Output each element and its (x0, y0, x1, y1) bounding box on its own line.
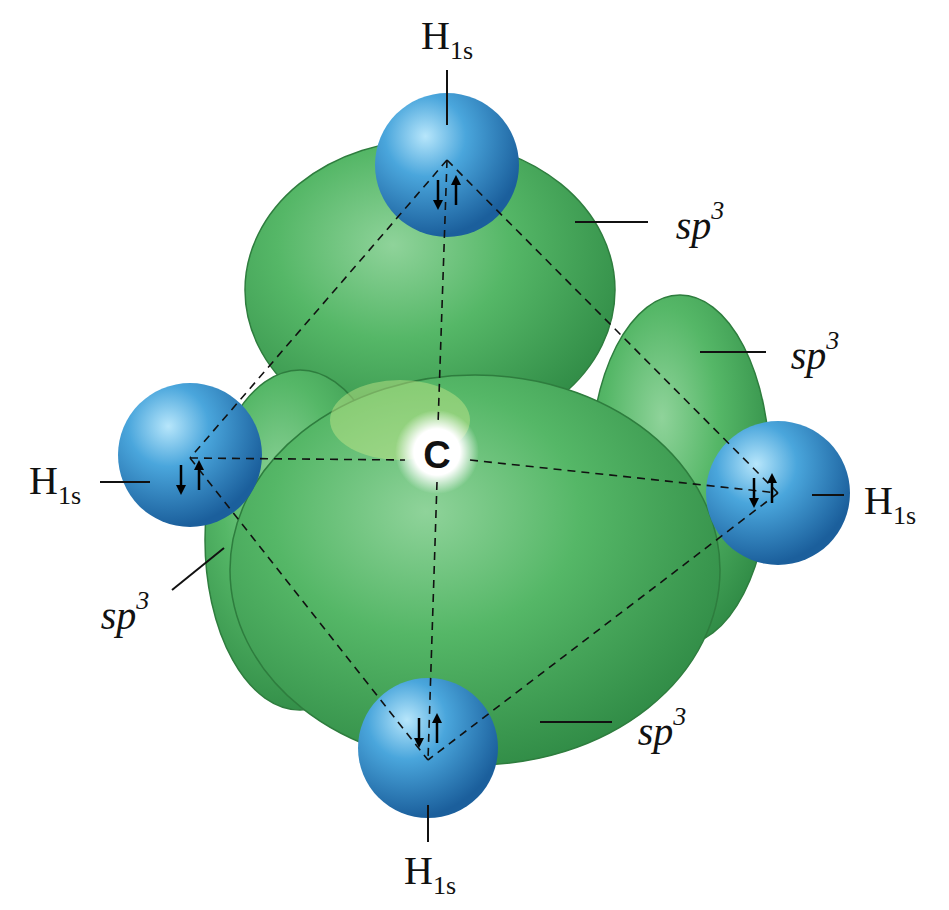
electron-pairs (181, 180, 772, 743)
atom-label: H1s (864, 481, 916, 528)
orbital-label: sp3 (676, 198, 725, 246)
atom-label: H1s (29, 461, 81, 508)
orbital-label: sp3 (791, 328, 840, 376)
tetrahedron-edges (190, 160, 778, 760)
hydrogen-spheres (118, 93, 850, 818)
orbital-label: sp3 (638, 704, 687, 752)
sp3-lobes (205, 140, 770, 765)
leader-lines (100, 70, 844, 842)
orbital-label: sp3 (101, 588, 150, 636)
atom-label: C (423, 436, 450, 474)
atom-label: H1s (404, 851, 456, 898)
atom-label: H1s (421, 16, 473, 63)
